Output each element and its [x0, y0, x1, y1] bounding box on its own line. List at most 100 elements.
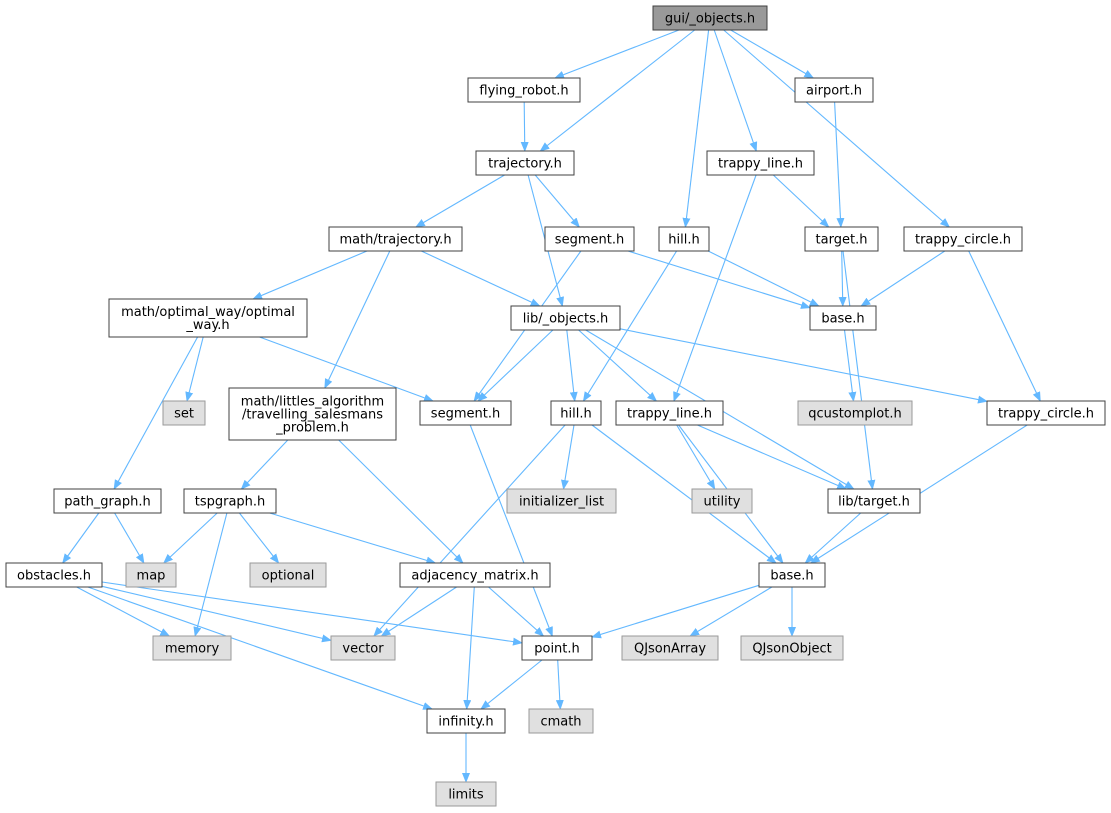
node-label: optional: [262, 569, 315, 584]
node-cmath[interactable]: cmath: [528, 708, 594, 734]
edge-optimal_way-to-path_graph: [113, 336, 199, 490]
node-gui-objects[interactable]: gui/_objects.h: [652, 5, 768, 31]
node-label: trappy_circle.h: [998, 407, 1094, 422]
node-optional[interactable]: optional: [249, 562, 327, 588]
node-trappy-circle[interactable]: trappy_circle.h: [986, 400, 1106, 426]
edge-path_graph-to-obstacles: [62, 512, 100, 564]
node-qjsonobject[interactable]: QJsonObject: [740, 635, 844, 661]
edge-segment-to-point: [469, 424, 553, 637]
node-trappy-line[interactable]: trappy_line.h: [615, 400, 724, 426]
node-base-top[interactable]: base.h: [809, 305, 877, 331]
edge-hill_top-to-hill: [582, 250, 678, 402]
edge-lib_objects-to-trappy_circle: [619, 328, 988, 404]
node-box: [249, 562, 327, 588]
node-label: gui/_objects.h: [665, 12, 755, 27]
node-memory[interactable]: memory: [152, 635, 232, 661]
node-label: math/optimal_way/optimal_way.h: [121, 305, 295, 333]
node-box: [758, 562, 826, 588]
node-hill-top[interactable]: hill.h: [658, 226, 710, 252]
node-label: math/trajectory.h: [339, 233, 451, 248]
edge-base-to-point: [591, 584, 760, 639]
edge-tspgraph-to-map: [163, 512, 218, 564]
node-set[interactable]: set: [162, 400, 206, 426]
edge-tspgraph-to-adjacency: [269, 512, 437, 565]
node-path-graph[interactable]: path_graph.h: [53, 488, 162, 514]
node-box: [162, 400, 206, 426]
edge-base_top-to-qcustomplot: [843, 329, 857, 402]
edge-base-to-qjsonarray: [689, 586, 773, 637]
node-label: infinity.h: [438, 715, 493, 730]
node-target-top[interactable]: target.h: [804, 226, 879, 252]
node-trajectory[interactable]: trajectory.h: [475, 150, 575, 176]
node-segment[interactable]: segment.h: [419, 400, 512, 426]
node-box: [550, 400, 602, 426]
node-trappy-circle-top[interactable]: trappy_circle.h: [903, 226, 1023, 252]
node-hill[interactable]: hill.h: [550, 400, 602, 426]
edge-gui_objects-to-trappy_line_top: [713, 29, 758, 152]
edge-littles-to-adjacency: [338, 439, 464, 564]
node-limits[interactable]: limits: [435, 781, 497, 807]
edge-airport-to-target_top: [834, 101, 845, 228]
nodes-layer: gui/_objects.h flying_robot.h airport.h tra…: [5, 5, 1106, 807]
node-label: QJsonObject: [752, 642, 831, 657]
node-box: [506, 488, 617, 514]
node-label: map: [137, 569, 166, 584]
node-label: math/littles_algorithm/travelling_salesm…: [241, 395, 384, 436]
edge-littles-to-tspgraph: [240, 439, 289, 490]
node-label: limits: [448, 788, 484, 803]
edge-adjacency-to-point: [488, 586, 545, 637]
edge-hill-to-initializer_list: [561, 424, 575, 490]
node-map[interactable]: map: [125, 562, 177, 588]
node-box: [706, 150, 815, 176]
edge-trappy_line_top-to-trappy_line: [673, 174, 757, 402]
node-box: [419, 400, 512, 426]
node-box: [652, 5, 768, 31]
edge-gui_objects-to-hill_top: [682, 29, 710, 228]
node-box: [740, 635, 844, 661]
node-flying-robot[interactable]: flying_robot.h: [467, 77, 581, 103]
node-optimal-way[interactable]: math/optimal_way/optimal_way.h: [108, 298, 308, 338]
edge-gui_objects-to-trajectory: [539, 29, 696, 152]
edge-tspgraph-to-optional: [238, 512, 280, 564]
node-lib-objects[interactable]: lib/_objects.h: [510, 305, 621, 331]
edge-trappy_circle_top-to-trappy_circle: [968, 250, 1041, 402]
node-vector[interactable]: vector: [330, 635, 396, 661]
node-label: target.h: [816, 233, 868, 248]
node-box: [435, 781, 497, 807]
node-box: [328, 226, 463, 252]
node-label: memory: [165, 642, 220, 657]
node-initializer-list[interactable]: initializer_list: [506, 488, 617, 514]
node-label: base.h: [821, 312, 864, 327]
edge-point-to-cmath: [555, 659, 564, 710]
edge-obstacles-to-vector: [101, 585, 332, 643]
node-qjsonarray[interactable]: QJsonArray: [621, 635, 719, 661]
node-box: [986, 400, 1106, 426]
node-box: [399, 562, 551, 588]
node-box: [621, 635, 719, 661]
node-label: base.h: [770, 569, 813, 584]
edge-gui_objects-to-trappy_circle_top: [723, 29, 951, 228]
node-utility[interactable]: utility: [691, 488, 753, 514]
node-airport[interactable]: airport.h: [794, 77, 874, 103]
node-adjacency[interactable]: adjacency_matrix.h: [399, 562, 551, 588]
node-box: [108, 298, 308, 338]
node-label: point.h: [534, 642, 580, 657]
node-box: [794, 77, 874, 103]
node-trappy-line-top[interactable]: trappy_line.h: [706, 150, 815, 176]
node-segment-top[interactable]: segment.h: [544, 226, 635, 252]
node-math-trajectory[interactable]: math/trajectory.h: [328, 226, 463, 252]
node-infinity[interactable]: infinity.h: [426, 708, 506, 734]
node-point[interactable]: point.h: [521, 635, 593, 661]
node-tspgraph[interactable]: tspgraph.h: [183, 488, 277, 514]
edge-trajectory-to-math_trajectory: [415, 174, 505, 228]
node-littles[interactable]: math/littles_algorithm/travelling_salesm…: [228, 387, 397, 441]
node-label: flying_robot.h: [479, 84, 568, 99]
edge-lib_objects-to-trappy_line: [578, 329, 658, 402]
node-lib-target[interactable]: lib/target.h: [827, 488, 921, 514]
node-qcustomplot[interactable]: qcustomplot.h: [797, 400, 913, 426]
node-box: [152, 635, 232, 661]
edge-trappy_circle_top-to-base_top: [860, 250, 946, 307]
node-label: tspgraph.h: [195, 495, 266, 510]
node-base[interactable]: base.h: [758, 562, 826, 588]
node-obstacles[interactable]: obstacles.h: [5, 562, 103, 588]
